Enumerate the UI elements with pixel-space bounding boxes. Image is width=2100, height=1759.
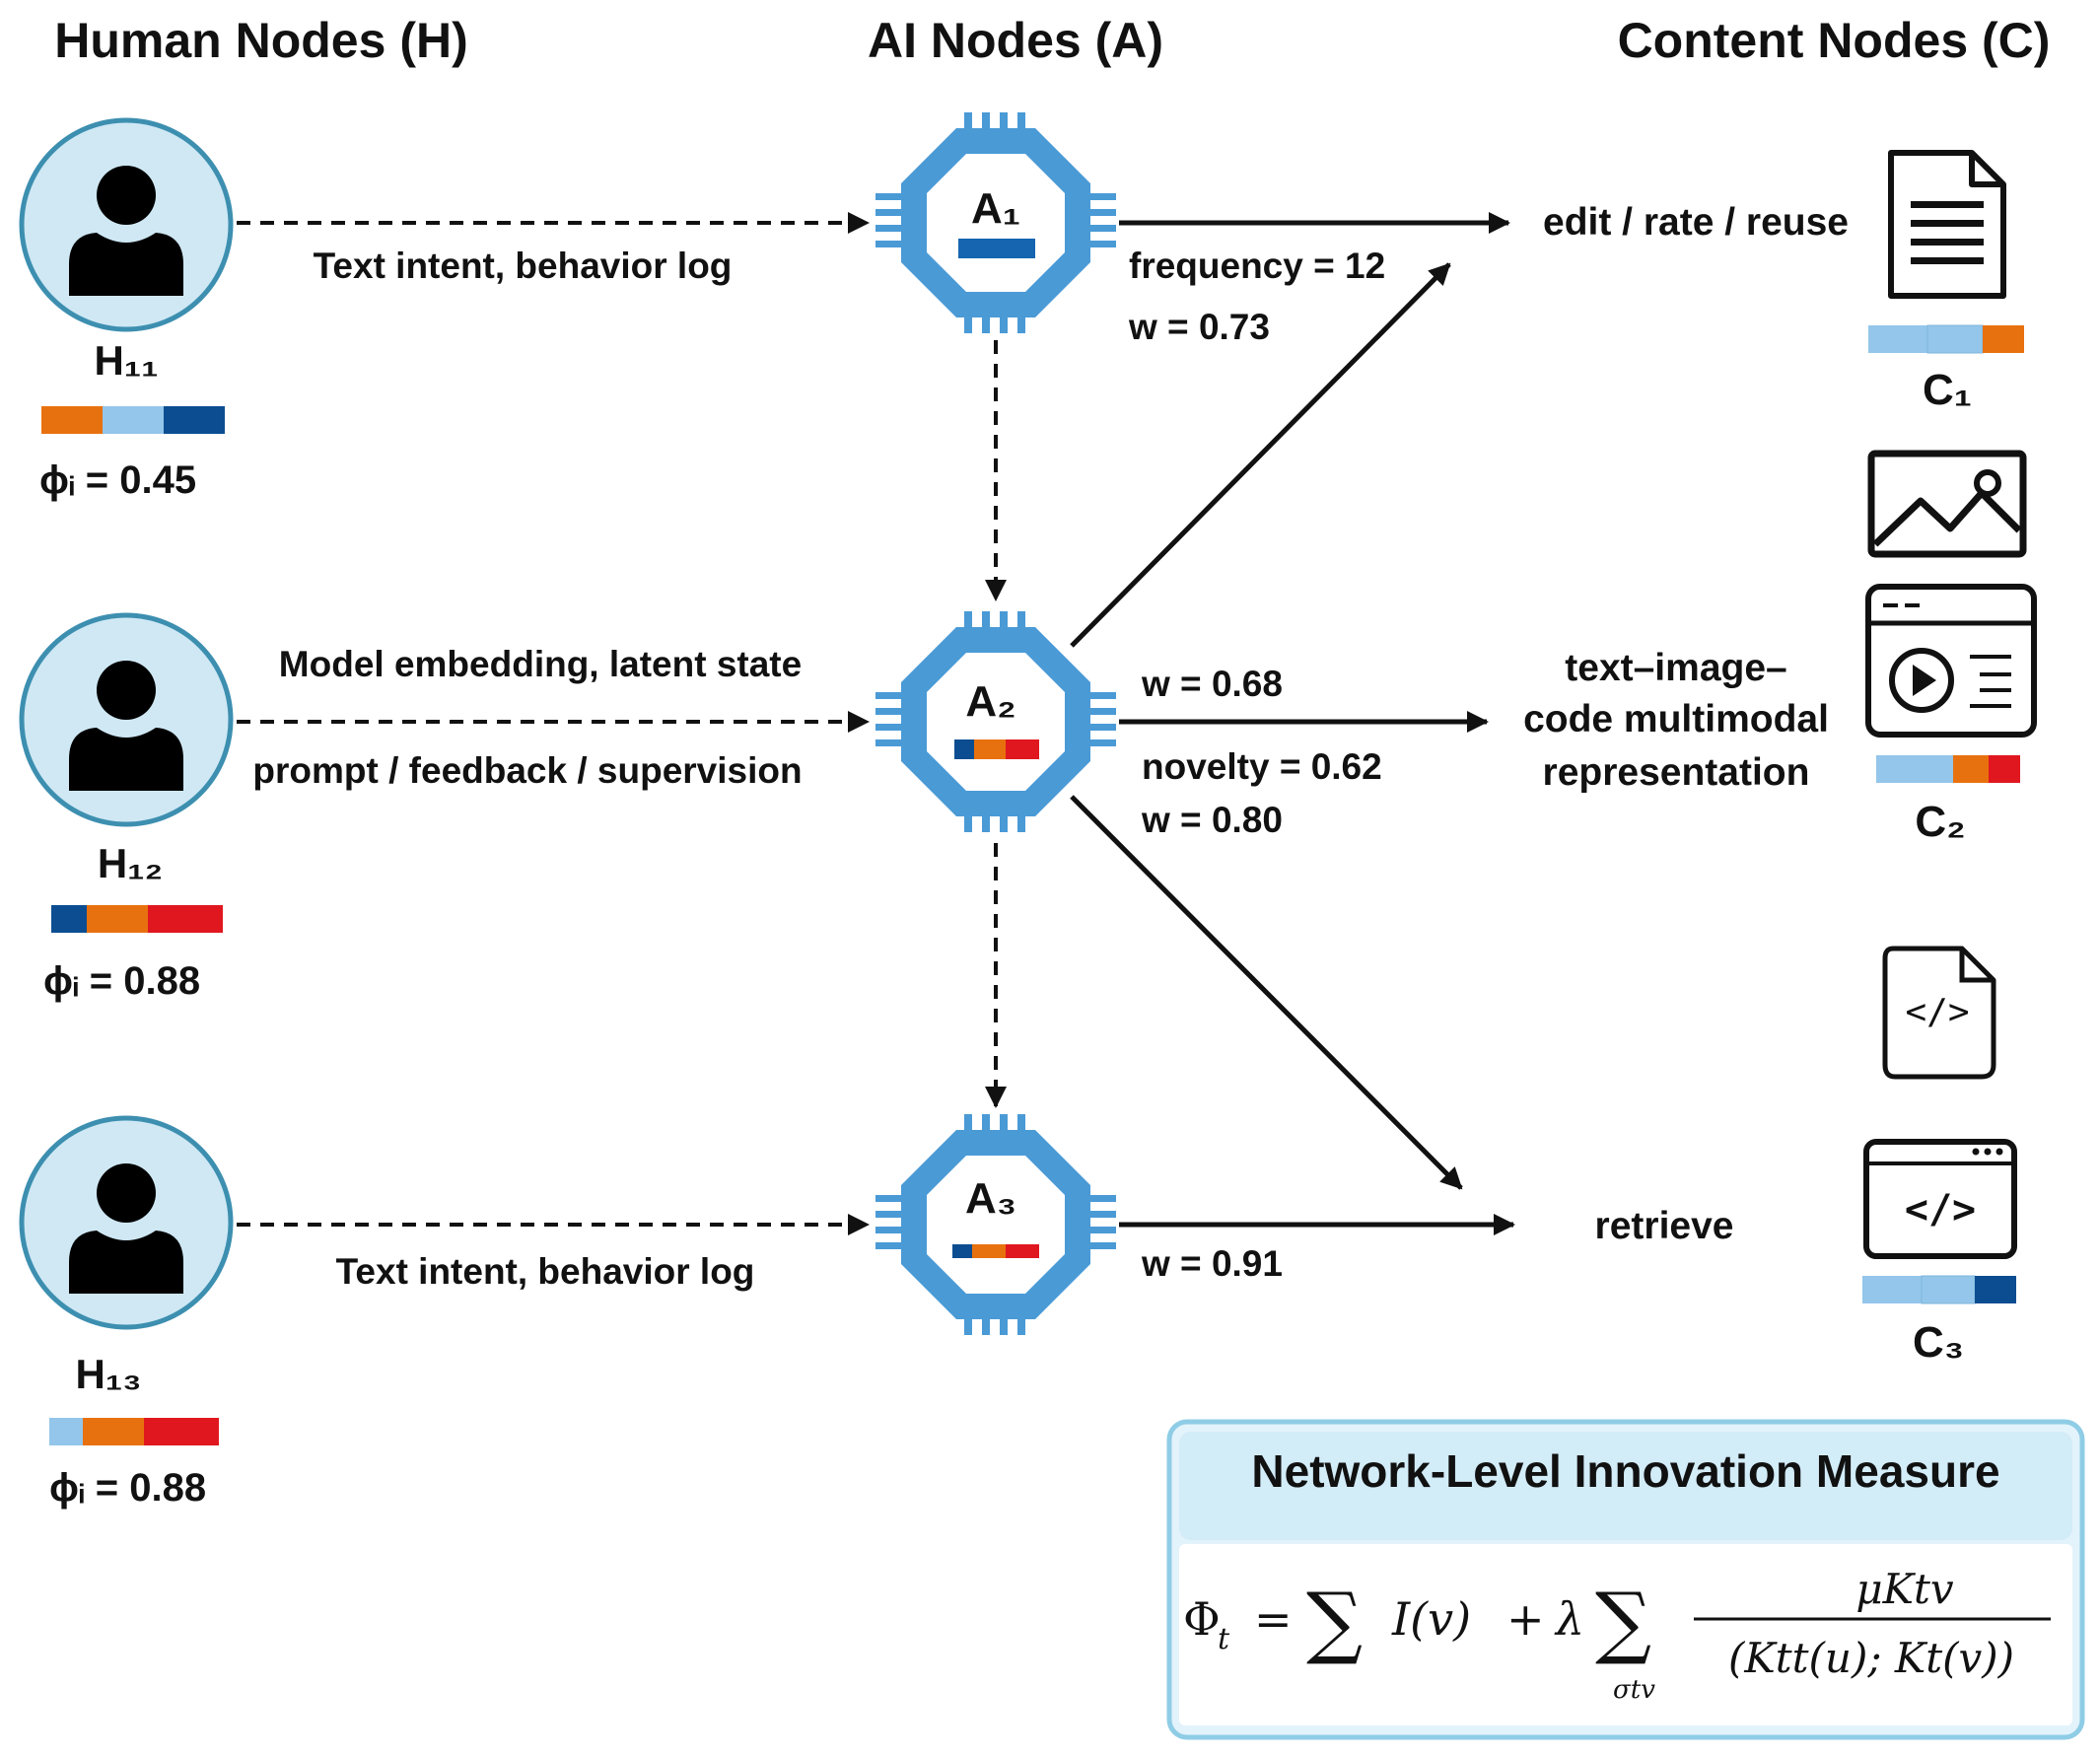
code-window-icon: </> bbox=[1863, 1139, 2017, 1259]
svg-text:σtv: σtv bbox=[1613, 1675, 1655, 1705]
edge-label-novelty: novelty = 0.62 bbox=[1142, 746, 1382, 787]
action-c2-line3: representation bbox=[1543, 751, 1810, 794]
human-phi: ϕᵢ = 0.45 bbox=[39, 458, 196, 502]
svg-text:Φ: Φ bbox=[1183, 1592, 1221, 1646]
human-label: H₁₃ bbox=[75, 1351, 141, 1397]
content-label: C₃ bbox=[1913, 1318, 1964, 1367]
video-icon bbox=[1865, 584, 2037, 738]
innovation-measure-box: Network-Level Innovation Measure Φ t = ∑… bbox=[1166, 1419, 2085, 1740]
edge-label-weight-2: w = 0.80 bbox=[1141, 800, 1283, 840]
edge-a2-c3 bbox=[1070, 795, 1463, 1190]
ai-node-a3: A₃ bbox=[875, 1114, 1116, 1335]
svg-text:t: t bbox=[1218, 1622, 1230, 1656]
svg-text:(Ktt(u); Kt(v)): (Ktt(u); Kt(v)) bbox=[1728, 1634, 2014, 1682]
human-phi: ϕᵢ = 0.88 bbox=[43, 959, 200, 1003]
svg-text:=: = bbox=[1254, 1592, 1293, 1646]
edge-label-bottom: prompt / feedback / supervision bbox=[252, 750, 802, 791]
ai-node-a2: A₂ bbox=[875, 611, 1116, 832]
human-color-bar bbox=[51, 905, 223, 933]
edge-label-weight: w = 0.73 bbox=[1128, 307, 1270, 347]
human-phi: ϕᵢ = 0.88 bbox=[49, 1466, 206, 1510]
svg-text:∑: ∑ bbox=[1306, 1576, 1363, 1667]
content-color-bar bbox=[1868, 324, 2024, 354]
ai-color-bar bbox=[954, 739, 1039, 759]
edge-label-weight: w = 0.68 bbox=[1141, 664, 1283, 704]
human-color-bar bbox=[49, 1418, 219, 1445]
innovation-formula: Φ t = ∑ I(v) + λ ∑ σtv μKtv (Ktt(u); Kt(… bbox=[1183, 1565, 2051, 1705]
edge-a2-c2: w = 0.68 novelty = 0.62 w = 0.80 bbox=[1119, 664, 1489, 840]
action-c3: retrieve bbox=[1595, 1205, 1734, 1247]
image-icon bbox=[1867, 450, 2027, 558]
ai-label: A₁ bbox=[971, 184, 1020, 233]
ai-node-a1: A₁ bbox=[875, 112, 1116, 333]
edge-label-top: Model embedding, latent state bbox=[279, 644, 802, 684]
human-label: H₁₁ bbox=[94, 337, 158, 384]
code-glyph: </> bbox=[1905, 992, 1969, 1032]
measure-title: Network-Level Innovation Measure bbox=[1251, 1445, 1999, 1497]
human-node-h11: H₁₁ ϕᵢ = 0.45 bbox=[19, 117, 234, 502]
content-node-c3: </> </> C₃ bbox=[1862, 946, 2017, 1367]
edge-h12-a2: Model embedding, latent state prompt / f… bbox=[237, 644, 870, 791]
edge-h13-a3: Text intent, behavior log bbox=[237, 1214, 870, 1292]
human-node-h12: H₁₂ ϕᵢ = 0.88 bbox=[19, 612, 234, 1003]
ai-label: A₂ bbox=[965, 677, 1015, 726]
edge-a2-c1 bbox=[1070, 262, 1451, 648]
document-icon bbox=[1888, 150, 2006, 299]
content-label: C₂ bbox=[1915, 798, 1965, 846]
ai-color-bar bbox=[958, 239, 1035, 258]
ai-label: A₃ bbox=[965, 1174, 1016, 1223]
code-file-icon: </> bbox=[1882, 946, 1996, 1080]
svg-text:I(v): I(v) bbox=[1391, 1592, 1471, 1646]
header-content: Content Nodes (C) bbox=[1618, 13, 2051, 68]
svg-text:λ: λ bbox=[1554, 1592, 1584, 1646]
edge-label-frequency: frequency = 12 bbox=[1129, 246, 1385, 286]
human-node-h13: H₁₃ ϕᵢ = 0.88 bbox=[19, 1115, 234, 1510]
edge-a3-c3: w = 0.91 bbox=[1119, 1214, 1515, 1284]
svg-text:+: + bbox=[1506, 1592, 1545, 1646]
human-label: H₁₂ bbox=[98, 840, 163, 886]
header-human: Human Nodes (H) bbox=[54, 13, 467, 68]
human-color-bar bbox=[41, 406, 225, 434]
edge-label: Text intent, behavior log bbox=[336, 1251, 755, 1292]
edge-label-weight: w = 0.91 bbox=[1141, 1243, 1283, 1284]
content-node-c2: C₂ bbox=[1865, 450, 2037, 846]
content-color-bar bbox=[1862, 1275, 2016, 1304]
edge-label: Text intent, behavior log bbox=[314, 246, 733, 286]
header-ai: AI Nodes (A) bbox=[868, 13, 1163, 68]
code-glyph: </> bbox=[1905, 1187, 1976, 1232]
svg-text:∑: ∑ bbox=[1595, 1576, 1651, 1667]
action-c2-line1: text–image– bbox=[1565, 647, 1786, 689]
ai-color-bar bbox=[952, 1244, 1039, 1258]
chip-icon bbox=[875, 1114, 1116, 1335]
svg-text:μKtv: μKtv bbox=[1855, 1565, 1954, 1613]
edge-h11-a1: Text intent, behavior log bbox=[237, 212, 870, 286]
action-c2-line2: code multimodal bbox=[1523, 698, 1829, 740]
action-c1: edit / rate / reuse bbox=[1543, 201, 1849, 244]
content-node-c1: C₁ bbox=[1868, 150, 2024, 414]
edge-a1-c1: frequency = 12 w = 0.73 bbox=[1119, 212, 1510, 347]
content-color-bar bbox=[1876, 755, 2020, 783]
content-label: C₁ bbox=[1923, 366, 1972, 414]
